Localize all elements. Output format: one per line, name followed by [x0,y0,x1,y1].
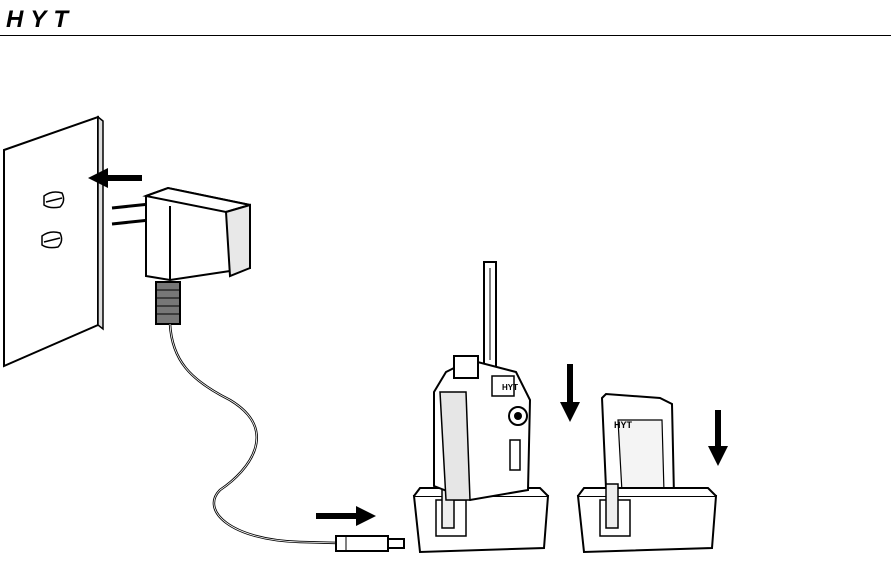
dc-plug [336,536,404,551]
two-way-radio: HYT [434,262,530,500]
charger-cable [170,324,338,543]
battery-pack: HYT [602,394,674,496]
arrow-down-battery-icon [708,410,728,466]
wall-outlet [4,117,103,366]
charger-base-right [578,484,716,552]
battery-label: HYT [614,420,633,430]
arrow-into-charger-icon [316,506,376,526]
radio-label: HYT [502,383,518,392]
ac-adapter [112,188,250,324]
arrow-down-radio-icon [560,364,580,422]
